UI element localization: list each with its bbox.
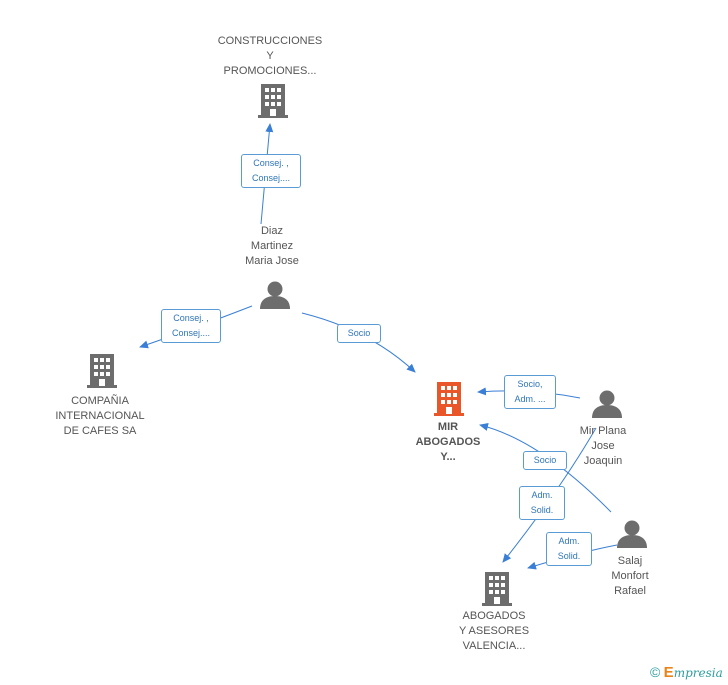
edge-label-line: Consej. , [173,313,209,323]
edge-label-line: Socio [347,328,371,338]
node-label-salaj[interactable]: Salaj Monfort Rafael [594,554,666,599]
node-label-diaz[interactable]: Diaz Martinez Maria Jose [222,224,322,269]
node-label-line: ABOGADOS [415,436,481,448]
node-label-line: DE CAFES SA [63,425,137,437]
node-label-line: Y... [440,451,456,463]
node-label-line: Jose [591,440,615,452]
edge-label-line: Socio, [517,379,543,389]
node-label-abogados[interactable]: ABOGADOS Y ASESORES VALENCIA... [446,609,542,654]
footer-brand: © Empresia [650,664,723,681]
edge-label-line: Adm. [531,490,553,500]
edge-label-diaz-construcciones[interactable]: Consej. , Consej.... [241,154,301,188]
edge-label-line: Consej.... [171,328,211,338]
edge-label-line: Adm. [558,536,580,546]
building-icon[interactable] [482,572,512,606]
edge-label-mirplana-mir[interactable]: Socio, Adm. ... [504,375,556,409]
edge-label-line: Socio [533,455,557,465]
node-label-line: Rafael [614,585,646,597]
node-label-mir[interactable]: MIR ABOGADOS Y... [406,420,490,465]
edge-label-salaj-abogados[interactable]: Adm. Solid. [546,532,592,566]
edge-label-line: Consej. , [253,158,289,168]
node-label-line: Mir Plana [579,425,627,437]
node-label-line: Joaquin [583,455,623,467]
node-label-compania[interactable]: COMPAÑIA INTERNACIONAL DE CAFES SA [44,394,156,439]
building-icon[interactable] [258,84,288,118]
node-label-construcciones[interactable]: CONSTRUCCIONES Y PROMOCIONES... [210,34,330,79]
node-label-line: MIR [437,421,459,433]
node-label-line: VALENCIA... [462,640,526,652]
node-label-line: Monfort [611,570,649,582]
node-label-line: Y ASESORES [458,625,530,637]
node-label-mirplana[interactable]: Mir Plana Jose Joaquin [563,424,643,469]
node-label-line: Y [266,50,274,62]
edge-label-diaz-compania[interactable]: Consej. , Consej.... [161,309,221,343]
brand-name: mpresia [673,666,723,680]
node-label-line: Salaj [617,555,643,567]
person-icon[interactable] [592,390,622,418]
edge-label-line: Solid. [530,505,554,515]
node-label-line: PROMOCIONES... [223,65,317,77]
node-label-line: Diaz [260,225,283,237]
node-label-line: COMPAÑIA [71,395,129,407]
edge-label-salaj-mir[interactable]: Socio [523,451,567,470]
person-icon[interactable] [617,520,647,548]
person-icon[interactable] [260,281,290,309]
edge-label-line: Adm. ... [514,394,546,404]
brand-initial: E [663,664,674,681]
node-label-line: CONSTRUCCIONES [217,35,323,47]
building-icon[interactable] [87,354,117,388]
node-label-line: Martinez [250,240,294,252]
edge-label-diaz-mir[interactable]: Socio [337,324,381,343]
node-label-line: INTERNACIONAL [55,410,145,422]
node-label-line: ABOGADOS [462,610,526,622]
building-main-icon[interactable] [434,382,464,416]
edge-label-line: Consej.... [251,173,291,183]
edge-label-line: Solid. [557,551,581,561]
edge-label-mirplana-abogados[interactable]: Adm. Solid. [519,486,565,520]
copyright-symbol: © [650,664,661,680]
node-label-line: Maria Jose [245,255,299,267]
